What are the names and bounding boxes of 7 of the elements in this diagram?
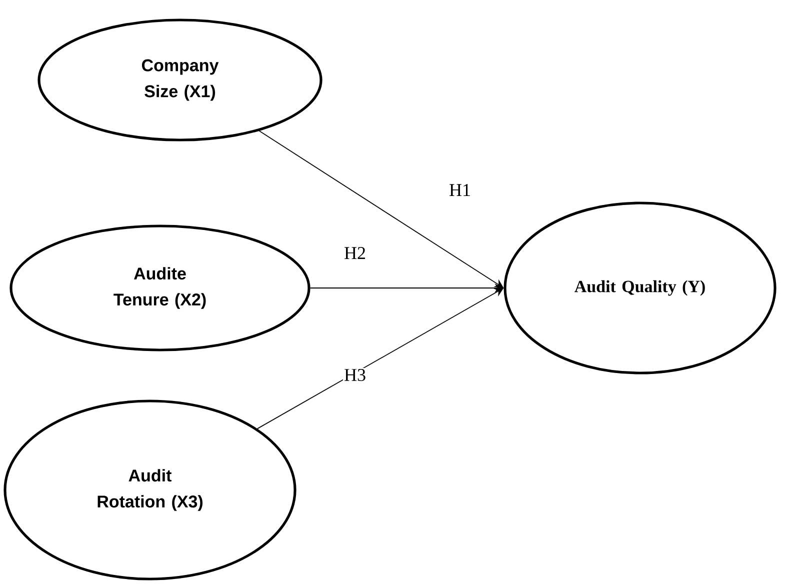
edge-label: H3: [343, 368, 367, 382]
ellipse-node: Audite Tenure (X2): [10, 224, 310, 352]
ellipse-node: Audit Rotation (X3): [4, 400, 296, 580]
edge-label: H2: [343, 246, 367, 260]
ellipse-node: Audit Quality (Y): [504, 202, 776, 374]
ellipse-node: Company Size (X1): [38, 18, 322, 142]
edge-label: H1: [448, 183, 472, 197]
